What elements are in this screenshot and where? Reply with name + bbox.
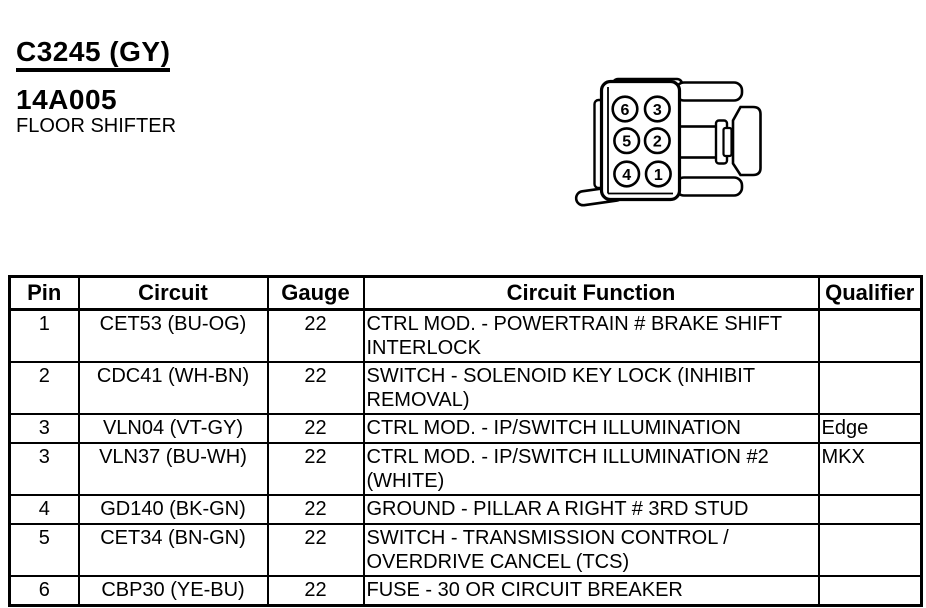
connector-latch-stem (674, 125, 720, 159)
table-row: 6 CBP30 (YE-BU) 22 FUSE - 30 OR CIRCUIT … (8, 575, 923, 607)
part-description: FLOOR SHIFTER (16, 115, 177, 137)
column-header-gauge: Gauge (266, 275, 365, 311)
cell-function: CTRL MOD. - IP/SWITCH ILLUMINATION (362, 413, 820, 444)
cell-qualifier (817, 575, 923, 607)
column-header-qualifier: Qualifier (817, 275, 923, 311)
pin-number: 3 (653, 102, 662, 119)
cell-function: CTRL MOD. - POWERTRAIN # BRAKE SHIFT INT… (362, 308, 820, 363)
cell-function: FUSE - 30 OR CIRCUIT BREAKER (362, 575, 820, 607)
pin-circle (613, 160, 641, 188)
pinout-table: Pin Circuit Gauge Circuit Function Quali… (8, 275, 923, 607)
cell-pin: 2 (8, 361, 80, 415)
pin-number: 4 (622, 167, 631, 184)
cell-circuit: VLN04 (VT-GY) (77, 413, 269, 444)
pin-number: 2 (653, 134, 662, 151)
cell-pin: 4 (8, 494, 80, 525)
cell-qualifier: Edge (817, 413, 923, 444)
connector-diagram: 6 3 5 2 4 1 (574, 77, 762, 207)
cell-pin: 3 (8, 442, 80, 496)
cell-gauge: 22 (266, 494, 365, 525)
pin-circle (613, 127, 641, 155)
connector-latch-head (731, 105, 762, 177)
connector-tab-bottom (674, 176, 744, 197)
table-row: 1 CET53 (BU-OG) 22 CTRL MOD. - POWERTRAI… (8, 308, 923, 363)
pin-number: 6 (621, 102, 630, 119)
cell-qualifier (817, 523, 923, 577)
cell-circuit: GD140 (BK-GN) (77, 494, 269, 525)
cell-gauge: 22 (266, 523, 365, 577)
pin-circle (611, 95, 639, 123)
cell-gauge: 22 (266, 361, 365, 415)
pin-circle (643, 95, 671, 123)
connector-id-heading: C3245 (GY) (16, 38, 171, 72)
part-number-heading: 14A005 (16, 84, 118, 115)
cell-circuit: CET34 (BN-GN) (77, 523, 269, 577)
connector-tab-top (674, 81, 744, 102)
cell-gauge: 22 (266, 575, 365, 607)
cell-circuit: CBP30 (YE-BU) (77, 575, 269, 607)
pin-number: 1 (654, 167, 663, 184)
cell-function: CTRL MOD. - IP/SWITCH ILLUMINATION #2 (W… (362, 442, 820, 496)
cell-pin: 5 (8, 523, 80, 577)
cell-circuit: VLN37 (BU-WH) (77, 442, 269, 496)
cell-gauge: 22 (266, 413, 365, 444)
cell-gauge: 22 (266, 442, 365, 496)
cell-function: SWITCH - TRANSMISSION CONTROL / OVERDRIV… (362, 523, 820, 577)
column-header-function: Circuit Function (362, 275, 820, 311)
cell-function: SWITCH - SOLENOID KEY LOCK (INHIBIT REMO… (362, 361, 820, 415)
cell-qualifier (817, 494, 923, 525)
cell-pin: 1 (8, 308, 80, 363)
header-row: Pin Circuit Gauge Circuit Function Quali… (8, 275, 923, 311)
table-row: 2 CDC41 (WH-BN) 22 SWITCH - SOLENOID KEY… (8, 361, 923, 415)
column-header-circuit: Circuit (77, 275, 269, 311)
table-row: 3 VLN04 (VT-GY) 22 CTRL MOD. - IP/SWITCH… (8, 413, 923, 444)
cell-qualifier (817, 308, 923, 363)
pin-circle (644, 160, 672, 188)
table-row: 4 GD140 (BK-GN) 22 GROUND - PILLAR A RIG… (8, 494, 923, 525)
column-header-pin: Pin (8, 275, 80, 311)
cell-pin: 6 (8, 575, 80, 607)
connector-body-inner-edge (607, 87, 673, 195)
table-row: 3 VLN37 (BU-WH) 22 CTRL MOD. - IP/SWITCH… (8, 442, 923, 496)
cell-gauge: 22 (266, 308, 365, 363)
cell-function: GROUND - PILLAR A RIGHT # 3RD STUD (362, 494, 820, 525)
connector-latch-catch (722, 126, 733, 158)
cell-pin: 3 (8, 413, 80, 444)
cell-circuit: CDC41 (WH-BN) (77, 361, 269, 415)
cell-qualifier: MKX (817, 442, 923, 496)
cell-qualifier (817, 361, 923, 415)
table-row: 5 CET34 (BN-GN) 22 SWITCH - TRANSMISSION… (8, 523, 923, 577)
cell-circuit: CET53 (BU-OG) (77, 308, 269, 363)
pin-number: 5 (622, 134, 631, 151)
pin-circle (643, 127, 671, 155)
